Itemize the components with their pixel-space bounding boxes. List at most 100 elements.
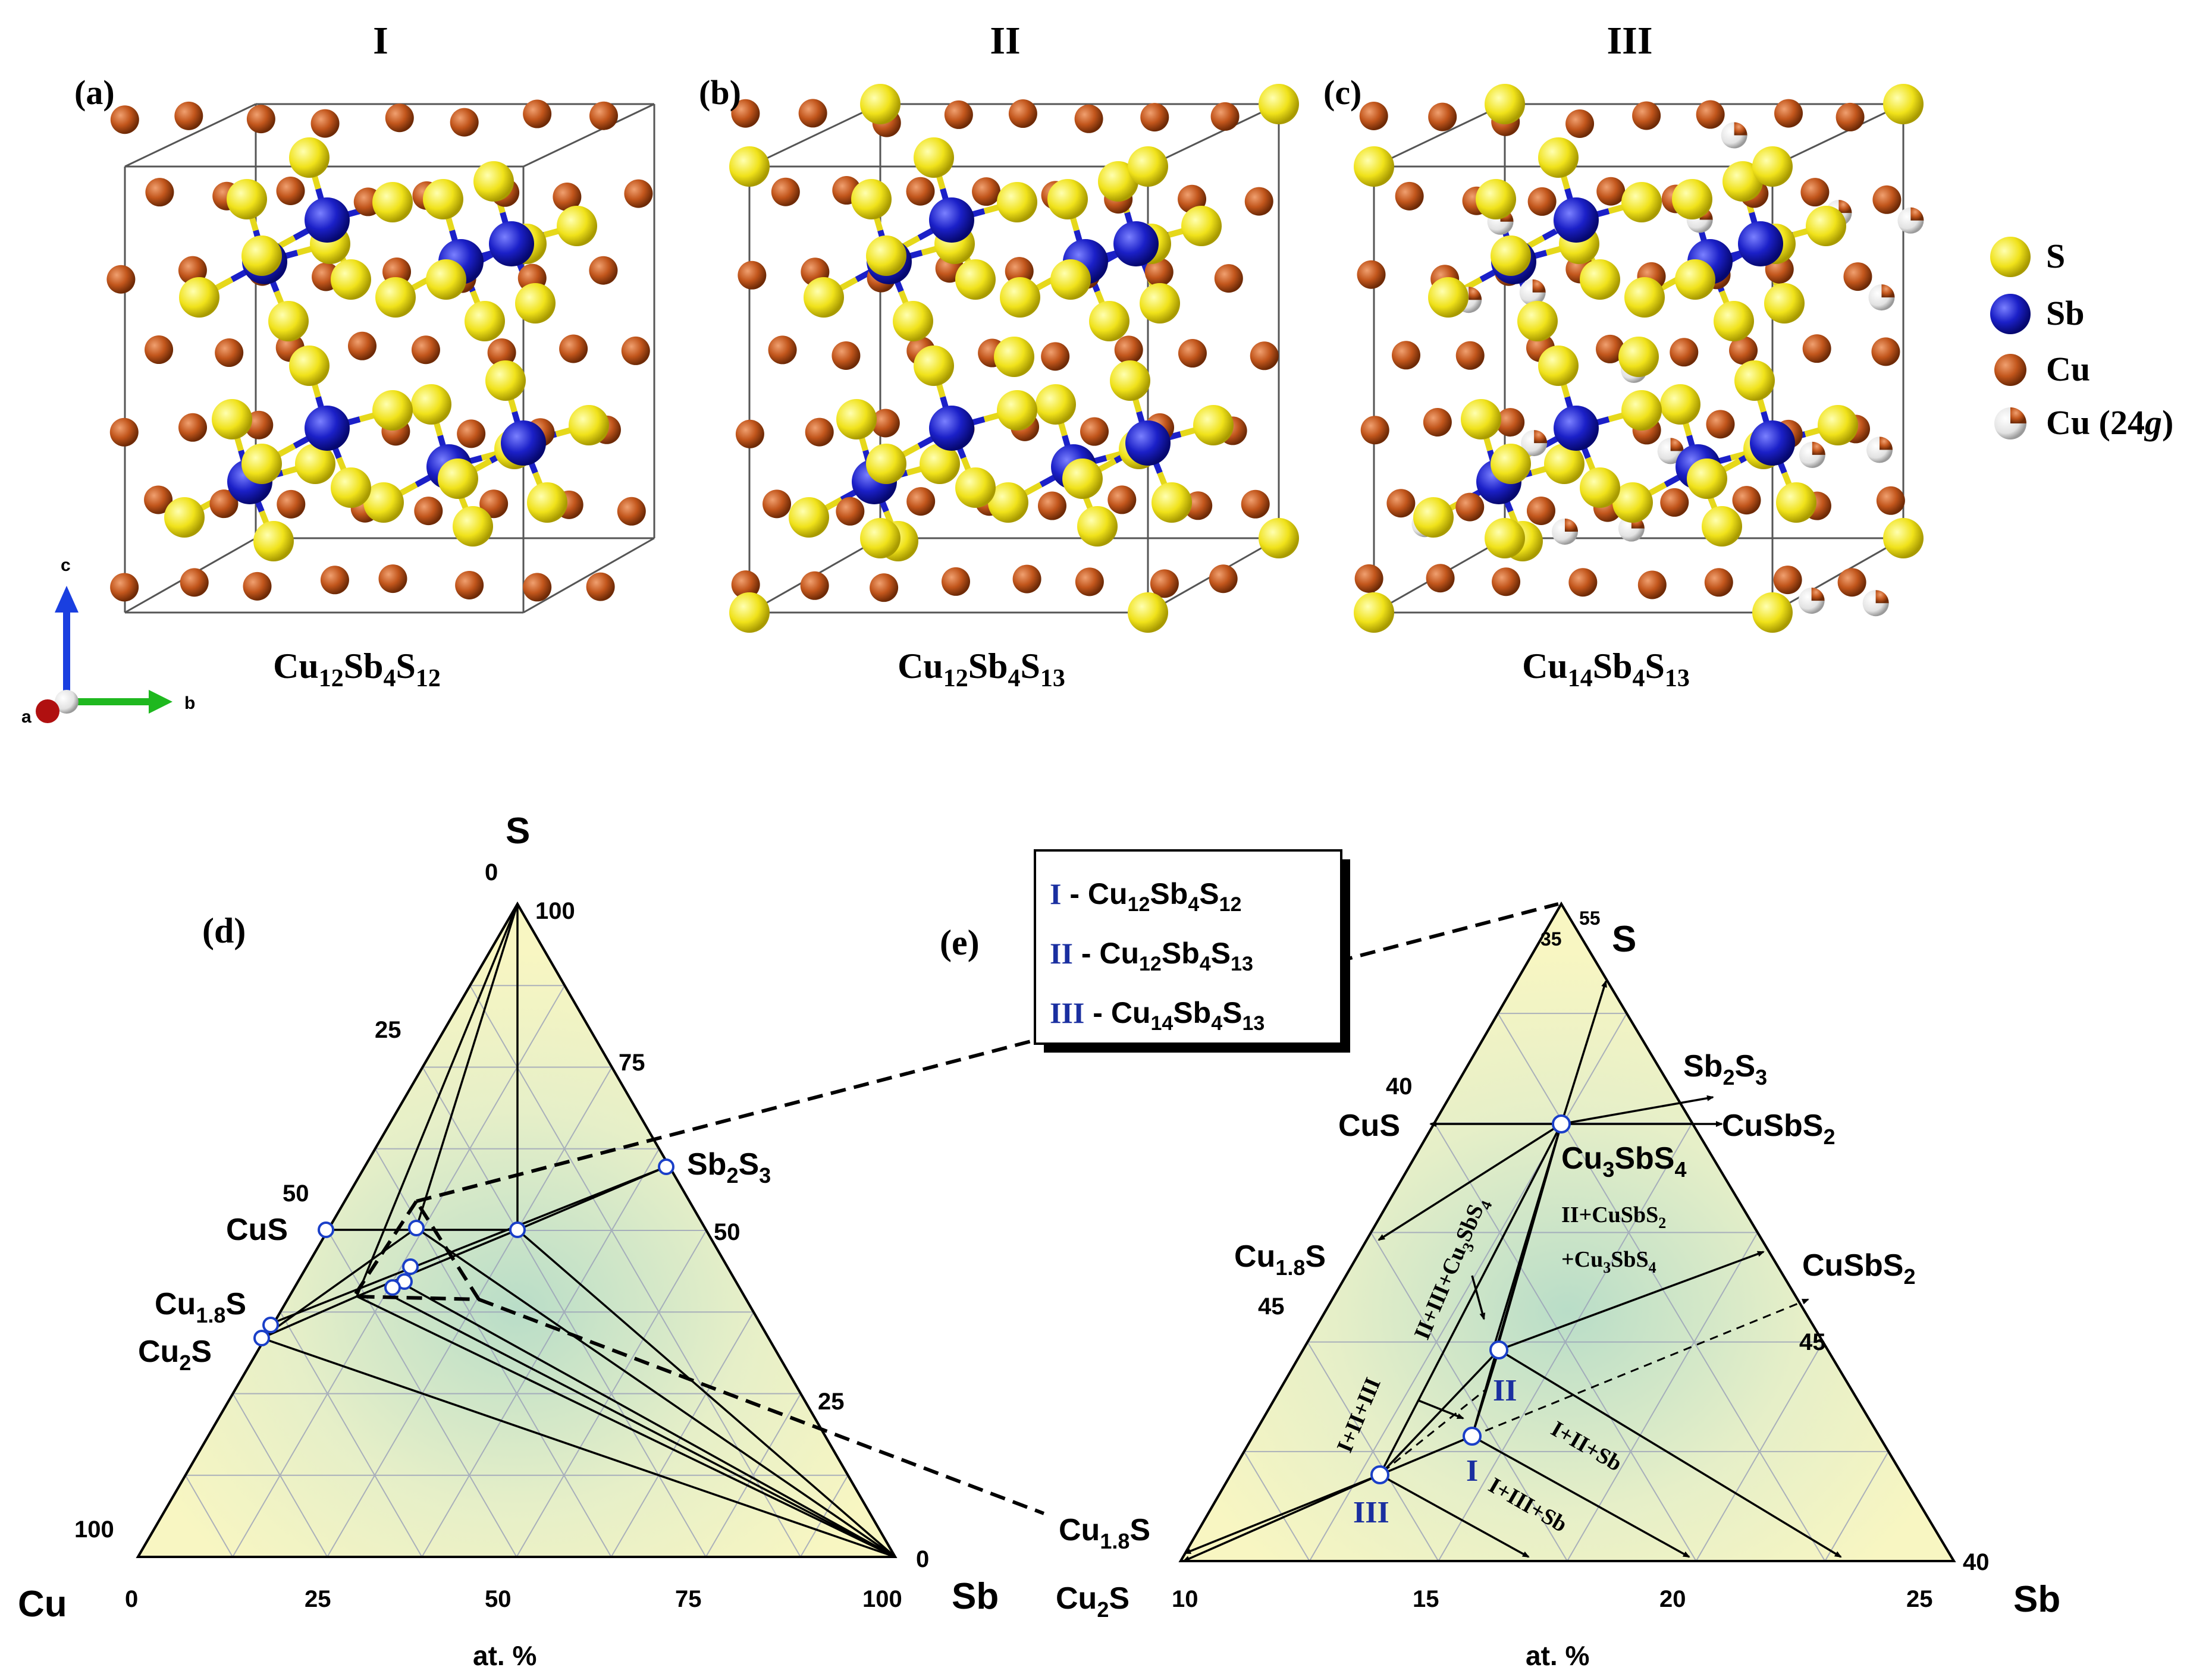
sb-atom xyxy=(929,197,974,243)
cu-atom xyxy=(1038,491,1067,520)
cu-atom xyxy=(1250,341,1279,370)
cu-atom xyxy=(1080,417,1109,446)
s-atom xyxy=(1491,235,1531,276)
cu-atom xyxy=(106,265,136,294)
s-atom xyxy=(372,390,413,431)
s-atom xyxy=(1062,459,1103,499)
s-atom xyxy=(1544,444,1585,484)
cu-atom xyxy=(1428,102,1457,131)
s-atom xyxy=(1259,518,1299,558)
cu-atom xyxy=(1359,102,1388,131)
legend-cu24g-label: Cu (24g) xyxy=(2046,403,2173,442)
cu-atom xyxy=(487,338,516,367)
phase-cu2s-e: Cu2S xyxy=(1056,1581,1129,1622)
crystal-structure-panels: I(a)Cu12Sb4S12II(b)Cu12Sb4S13III(c)Cu14S… xyxy=(74,19,1924,692)
cu-atom xyxy=(1774,99,1803,128)
axis-label-d: at. % xyxy=(473,1640,536,1671)
region-label-1: II+CuSbS2 xyxy=(1561,1202,1666,1232)
cu-atom xyxy=(944,100,973,129)
s-atom xyxy=(860,84,901,124)
cu-atom xyxy=(385,103,414,133)
cu-atom xyxy=(763,489,792,519)
legend-cu-sphere xyxy=(1994,354,2026,386)
composition-point xyxy=(318,1221,334,1238)
s-atom xyxy=(1752,146,1793,187)
s-atom xyxy=(729,146,770,187)
s-atom xyxy=(1734,360,1775,401)
s-atom xyxy=(1714,301,1754,341)
s-atom xyxy=(1818,405,1858,445)
tick-d-l0: 100 xyxy=(74,1516,114,1543)
s-atom xyxy=(789,497,829,538)
composition-point xyxy=(262,1317,279,1333)
cu-atom xyxy=(1357,260,1386,289)
tick-d-l1: 25 xyxy=(375,1017,401,1043)
composition-point xyxy=(1370,1465,1389,1484)
tick-d-b3: 75 xyxy=(675,1586,702,1612)
s-atom xyxy=(1354,146,1394,187)
s-atom xyxy=(1476,179,1516,219)
s-atom xyxy=(1776,482,1816,523)
s-atom xyxy=(997,182,1037,222)
legend-s-sphere xyxy=(1990,237,2031,277)
cu-atom xyxy=(246,105,275,134)
cu-atom xyxy=(871,409,900,438)
s-atom xyxy=(1485,518,1525,558)
s-atom xyxy=(363,482,404,523)
sb-atom xyxy=(305,197,350,243)
cu-atom xyxy=(1704,568,1733,597)
tick-d-r3: 25 xyxy=(818,1389,845,1415)
tick-e-b2: 20 xyxy=(1659,1586,1686,1612)
cu-atom xyxy=(1696,100,1725,129)
s-atom xyxy=(1077,506,1118,547)
phase-cu18s-d: Cu1.8S xyxy=(155,1287,246,1327)
cu-atom xyxy=(731,570,760,599)
tick-e-b0: 10 xyxy=(1172,1586,1198,1612)
cu-atom xyxy=(1075,567,1104,596)
s-atom xyxy=(1687,459,1727,499)
structure-formula-3: Cu14Sb4S13 xyxy=(1522,646,1690,692)
s-atom xyxy=(426,259,466,300)
composition-point xyxy=(509,1221,526,1238)
s-atom xyxy=(473,161,514,202)
phase-cusbs2-top-e: CuSbS2 xyxy=(1722,1109,1835,1149)
cu-atom xyxy=(559,334,588,363)
point-label-iii: III xyxy=(1353,1496,1389,1530)
s-atom xyxy=(920,444,960,484)
cu-atom xyxy=(320,566,349,595)
crystal-panel-2: II(b)Cu12Sb4S13 xyxy=(699,19,1299,692)
composition-point xyxy=(658,1158,674,1175)
ternary-diagram-e: 35 55 S Sb (e) at. % 10 15 20 25 40 45 4… xyxy=(940,902,2060,1671)
cu-atom xyxy=(1209,564,1238,594)
s-atom xyxy=(527,482,567,523)
cu-atom xyxy=(1012,564,1041,594)
legend-sb-label: Sb xyxy=(2046,294,2085,332)
cu-atom xyxy=(174,101,203,130)
phase-legend-1: I - Cu12Sb4S12 xyxy=(1050,877,1241,916)
sb-atom xyxy=(1554,406,1599,451)
cu-atom xyxy=(1074,104,1103,133)
s-atom xyxy=(997,390,1037,431)
cu-atom xyxy=(553,183,582,212)
cu-atom xyxy=(215,338,244,368)
s-atom xyxy=(1612,482,1653,523)
s-atom xyxy=(515,283,556,324)
cu-atom xyxy=(110,105,139,134)
cu-atom xyxy=(1426,564,1455,593)
cu-atom xyxy=(1244,187,1273,216)
tick-e-r1: 40 xyxy=(1963,1549,1990,1575)
tick-d-r4: 0 xyxy=(916,1546,929,1572)
cu-atom xyxy=(771,177,800,206)
s-atom xyxy=(955,467,996,508)
cu-atom xyxy=(523,573,552,602)
cu-atom xyxy=(411,335,440,365)
composition-point xyxy=(1489,1340,1508,1359)
cu-atom xyxy=(738,260,767,290)
point-label-i: I xyxy=(1466,1454,1478,1488)
s-atom xyxy=(1047,179,1088,219)
s-atom xyxy=(914,346,954,386)
panel-letter-d: (d) xyxy=(202,911,246,950)
cu-atom xyxy=(1241,489,1270,519)
cu-atom xyxy=(144,485,173,514)
phase-legend-3: III - Cu14Sb4S13 xyxy=(1050,996,1265,1035)
